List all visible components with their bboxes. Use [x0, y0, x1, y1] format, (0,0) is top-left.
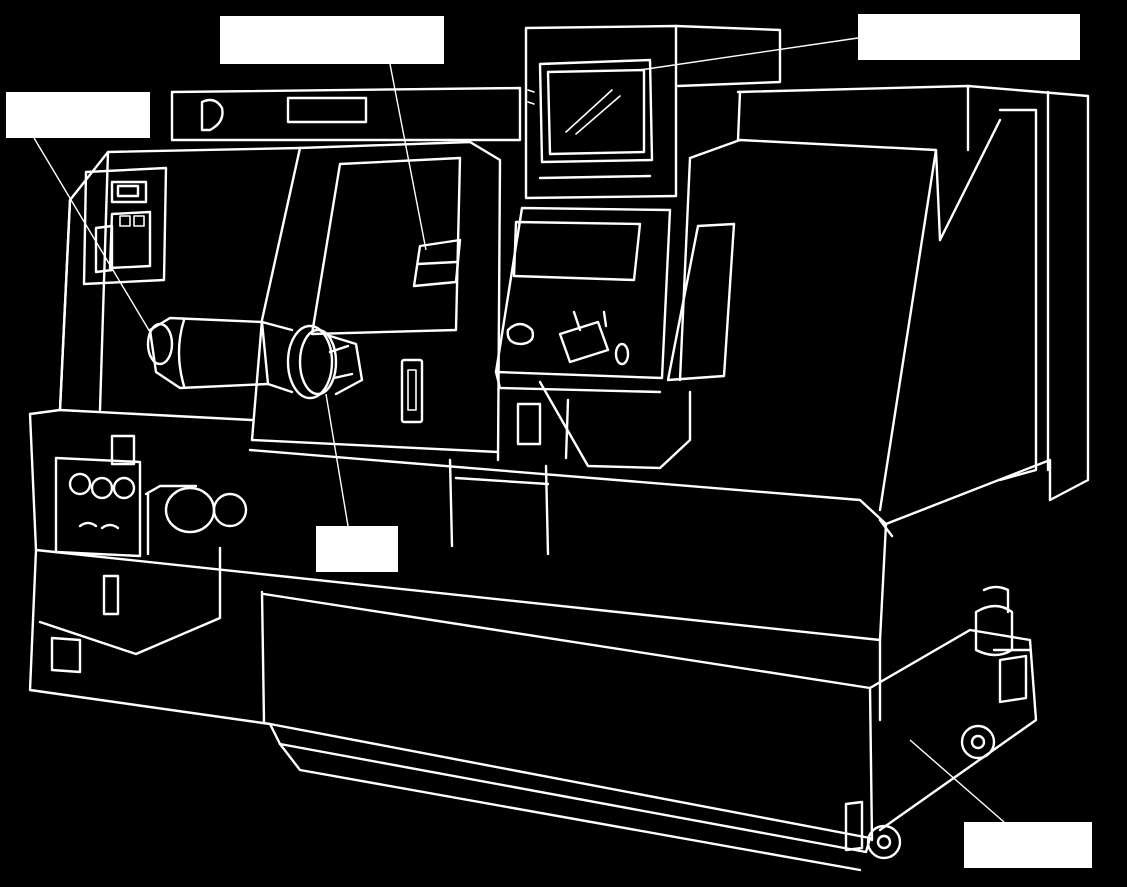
callout-top-center: [220, 16, 444, 64]
leader-top-center: [389, 63, 427, 251]
leader-middle-center: [325, 393, 349, 527]
leader-top-right: [639, 37, 859, 71]
callout-top-left: [6, 92, 150, 138]
callout-top-right: [858, 14, 1080, 60]
leader-bottom-right: [909, 739, 1005, 823]
callout-bottom-right: [964, 822, 1092, 868]
callout-middle-center: [316, 526, 398, 572]
machine-outline: [28, 24, 1090, 872]
leader-top-left: [33, 137, 151, 333]
leader-lines: [33, 37, 1005, 823]
